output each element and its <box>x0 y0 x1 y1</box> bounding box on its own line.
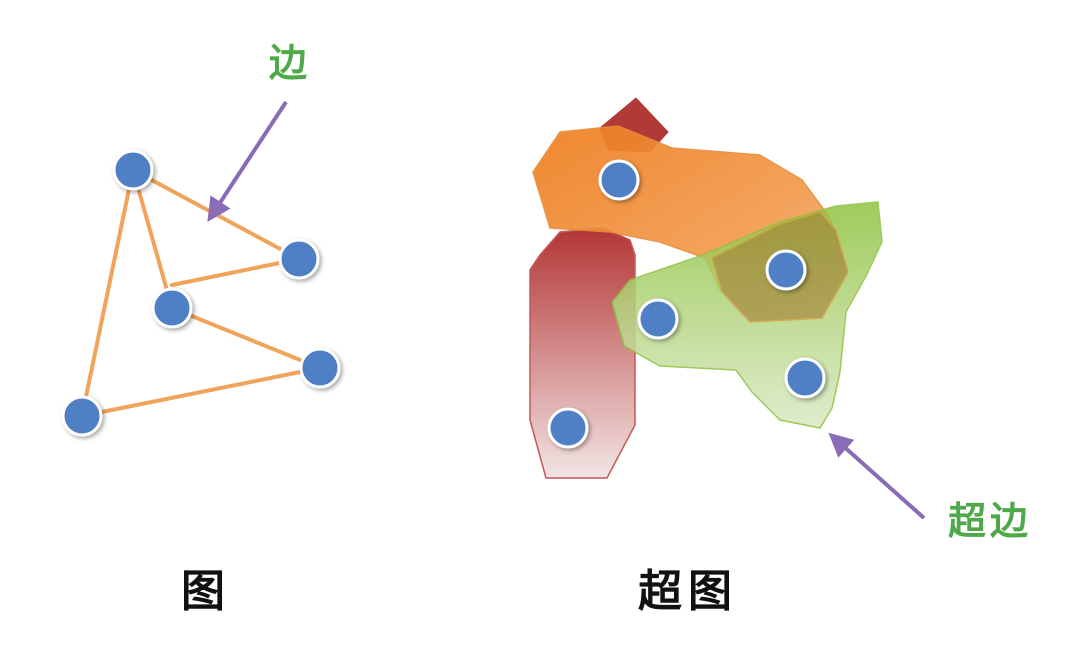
graph-node <box>112 149 154 191</box>
graph-nodes <box>61 149 341 437</box>
graph-node <box>278 238 320 280</box>
edge-pointer-arrow <box>207 100 288 223</box>
edge-label: 边 <box>269 40 307 85</box>
graph-edge <box>80 168 135 418</box>
graph-node <box>61 395 103 437</box>
graph-edge <box>80 366 322 418</box>
graph-caption: 图 <box>181 566 225 617</box>
graph-edges <box>80 168 322 418</box>
hypergraph-nodes <box>547 159 826 449</box>
graph-edge <box>131 168 174 310</box>
graph-edge <box>170 257 301 287</box>
graph-node <box>151 287 193 329</box>
hypergraph-caption: 超图 <box>638 566 738 617</box>
hypergraph-node <box>637 298 679 340</box>
graph-node <box>299 347 341 389</box>
hyperedge-label: 超边 <box>948 498 1032 543</box>
hypergraph-node <box>765 249 807 291</box>
hypergraph-node <box>598 159 640 201</box>
hypergraph-node <box>784 357 826 399</box>
graph-edge <box>131 168 301 261</box>
hypergraph-node <box>547 407 589 449</box>
hyperedge-pointer-arrow <box>828 432 926 520</box>
graph-edge <box>170 306 322 370</box>
